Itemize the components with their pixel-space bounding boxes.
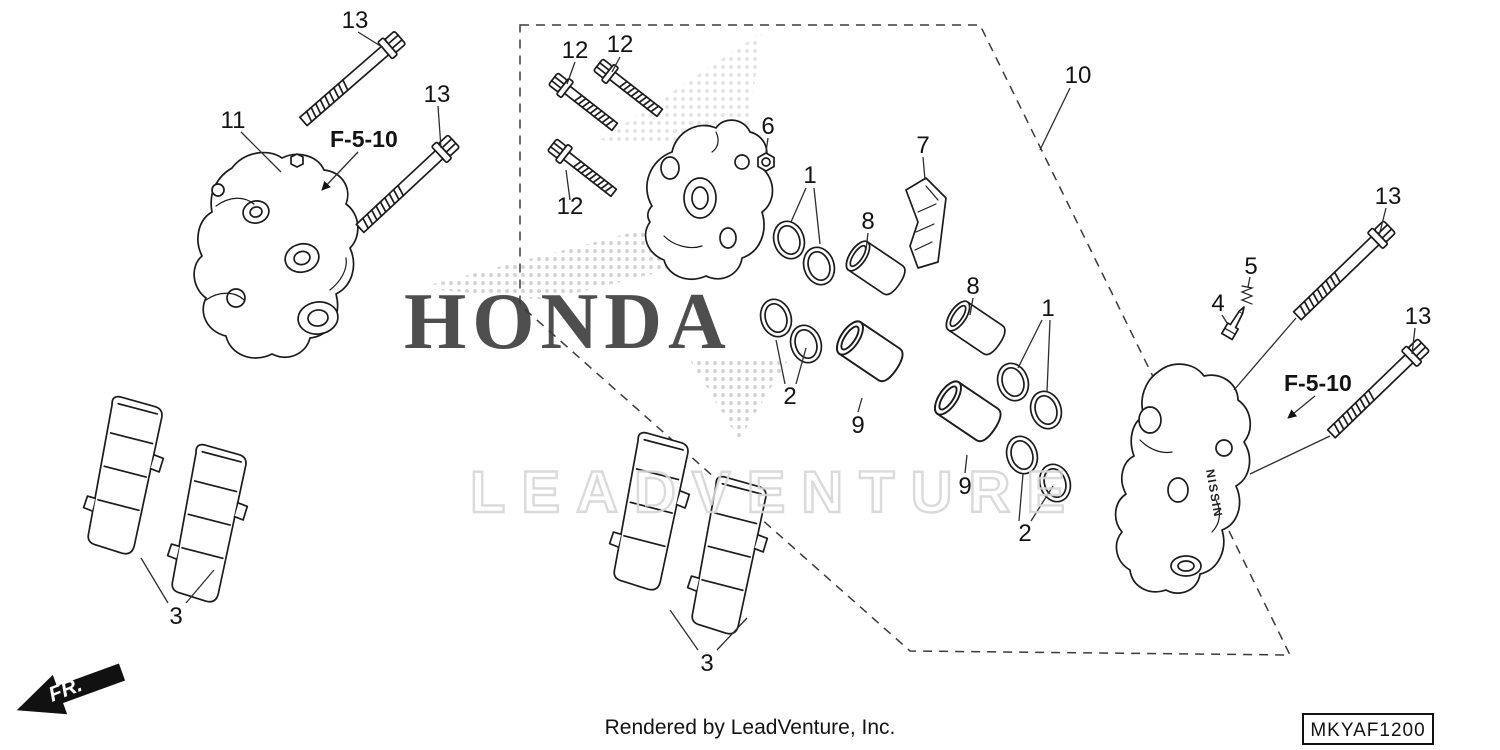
seal-2-left-a: [755, 294, 797, 342]
section-ref-right: F-5-10: [1284, 370, 1352, 396]
honda-watermark-text: HONDA: [404, 278, 732, 366]
caliper-bracket: [644, 119, 774, 280]
callout-labels: 13 13 11 12 12 12 6 1 8 7 10 8 1 5 4 13 …: [169, 7, 1431, 677]
leader-lines: [140, 31, 1416, 651]
callout-13-c: 13: [1375, 183, 1402, 210]
callout-13-a: 13: [342, 7, 369, 34]
dashed-boundary: [519, 24, 1292, 656]
callout-11: 11: [221, 107, 246, 134]
callout-3-middle: 3: [700, 650, 713, 677]
callout-12-c: 12: [557, 193, 584, 220]
callout-6: 6: [761, 113, 774, 140]
piston-9-left: [830, 316, 909, 387]
callout-3-left: 3: [169, 603, 182, 630]
callout-1-left: 1: [803, 162, 816, 189]
brake-pad-left-outer: [76, 393, 173, 559]
piston-8-left: [841, 236, 910, 299]
piston-9-right: [928, 376, 1007, 447]
bolt-13-top-left-1: [295, 28, 409, 131]
callout-7: 7: [916, 132, 929, 159]
callout-13-d: 13: [1405, 303, 1432, 330]
piston-8-right: [941, 296, 1010, 359]
callout-8-right: 8: [966, 273, 979, 300]
render-credit: Rendered by LeadVenture, Inc.: [605, 716, 896, 739]
fr-arrow: FR.: [16, 663, 126, 715]
callout-8-left: 8: [861, 208, 874, 235]
callout-12-b: 12: [607, 31, 634, 58]
section-ref-left: F-5-10: [330, 126, 398, 152]
seal-2-left-b: [785, 320, 827, 368]
leadventure-watermark-text: LEADVENTURE: [470, 460, 1081, 525]
bleed-valve-spring-5: [1240, 285, 1255, 305]
callout-1-right: 1: [1041, 295, 1054, 322]
bolt-13-right-1: [1288, 218, 1399, 325]
part-code: MKYAF1200: [1310, 720, 1425, 741]
callout-2-right: 2: [1018, 520, 1031, 547]
seal-1-right-b: [1025, 386, 1067, 434]
callout-9-right: 9: [958, 473, 971, 500]
bleed-valve-4: [1220, 306, 1245, 341]
callout-12-a: 12: [562, 37, 589, 64]
callout-2-left: 2: [783, 383, 796, 410]
callout-9-left: 9: [851, 412, 864, 439]
washer-6: [757, 152, 775, 172]
pad-spring-7: [905, 177, 947, 269]
seal-1-left-b: [798, 242, 840, 290]
caliper-left: [193, 151, 359, 359]
caliper-right: NISSIN: [1114, 363, 1252, 594]
seal-1-right-a: [992, 358, 1034, 406]
callout-13-b: 13: [424, 81, 451, 108]
callout-10: 10: [1065, 62, 1092, 89]
seal-1-left-a: [768, 216, 810, 264]
callout-4: 4: [1211, 290, 1224, 317]
brake-pad-left-inner: [160, 441, 257, 607]
bolt-12-c: [545, 136, 621, 202]
part-code-box: MKYAF1200: [1302, 713, 1434, 745]
callout-5: 5: [1244, 253, 1257, 280]
